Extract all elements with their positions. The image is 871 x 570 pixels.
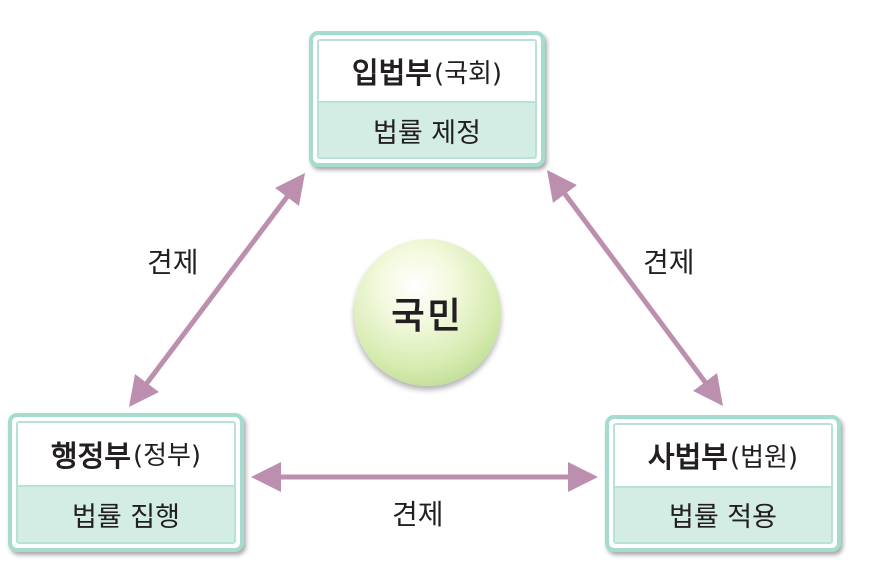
legislative-branch-box: 입법부(국회) 법률 제정	[309, 31, 545, 167]
judicial-branch-subtitle: (법원)	[729, 442, 799, 473]
check-arrow-right	[547, 169, 723, 407]
judicial-branch-role: 법률 적용	[615, 487, 831, 542]
executive-branch-role: 법률 집행	[18, 486, 234, 542]
check-label-bottom: 견제	[392, 498, 444, 531]
judicial-branch-header: 사법부(법원)	[615, 425, 831, 488]
check-arrow-left	[128, 173, 306, 407]
executive-branch-box: 행정부(정부) 법률 집행	[8, 413, 244, 552]
citizens-label: 국민	[391, 295, 464, 337]
citizens-circle: 국민	[354, 239, 501, 386]
judicial-branch-box: 사법부(법원) 법률 적용	[605, 415, 841, 552]
executive-branch-title: 행정부	[50, 438, 131, 473]
legislative-branch-subtitle: (국회)	[433, 58, 503, 89]
executive-branch-subtitle: (정부)	[132, 441, 202, 472]
legislative-branch-title: 입법부	[351, 56, 432, 91]
executive-branch-header: 행정부(정부)	[18, 423, 234, 487]
legislative-branch-header: 입법부(국회)	[319, 41, 535, 104]
judicial-branch-title: 사법부	[647, 440, 728, 475]
legislative-branch-role: 법률 제정	[319, 103, 535, 157]
check-label-left: 견제	[147, 246, 199, 279]
check-label-right: 견제	[643, 246, 695, 279]
